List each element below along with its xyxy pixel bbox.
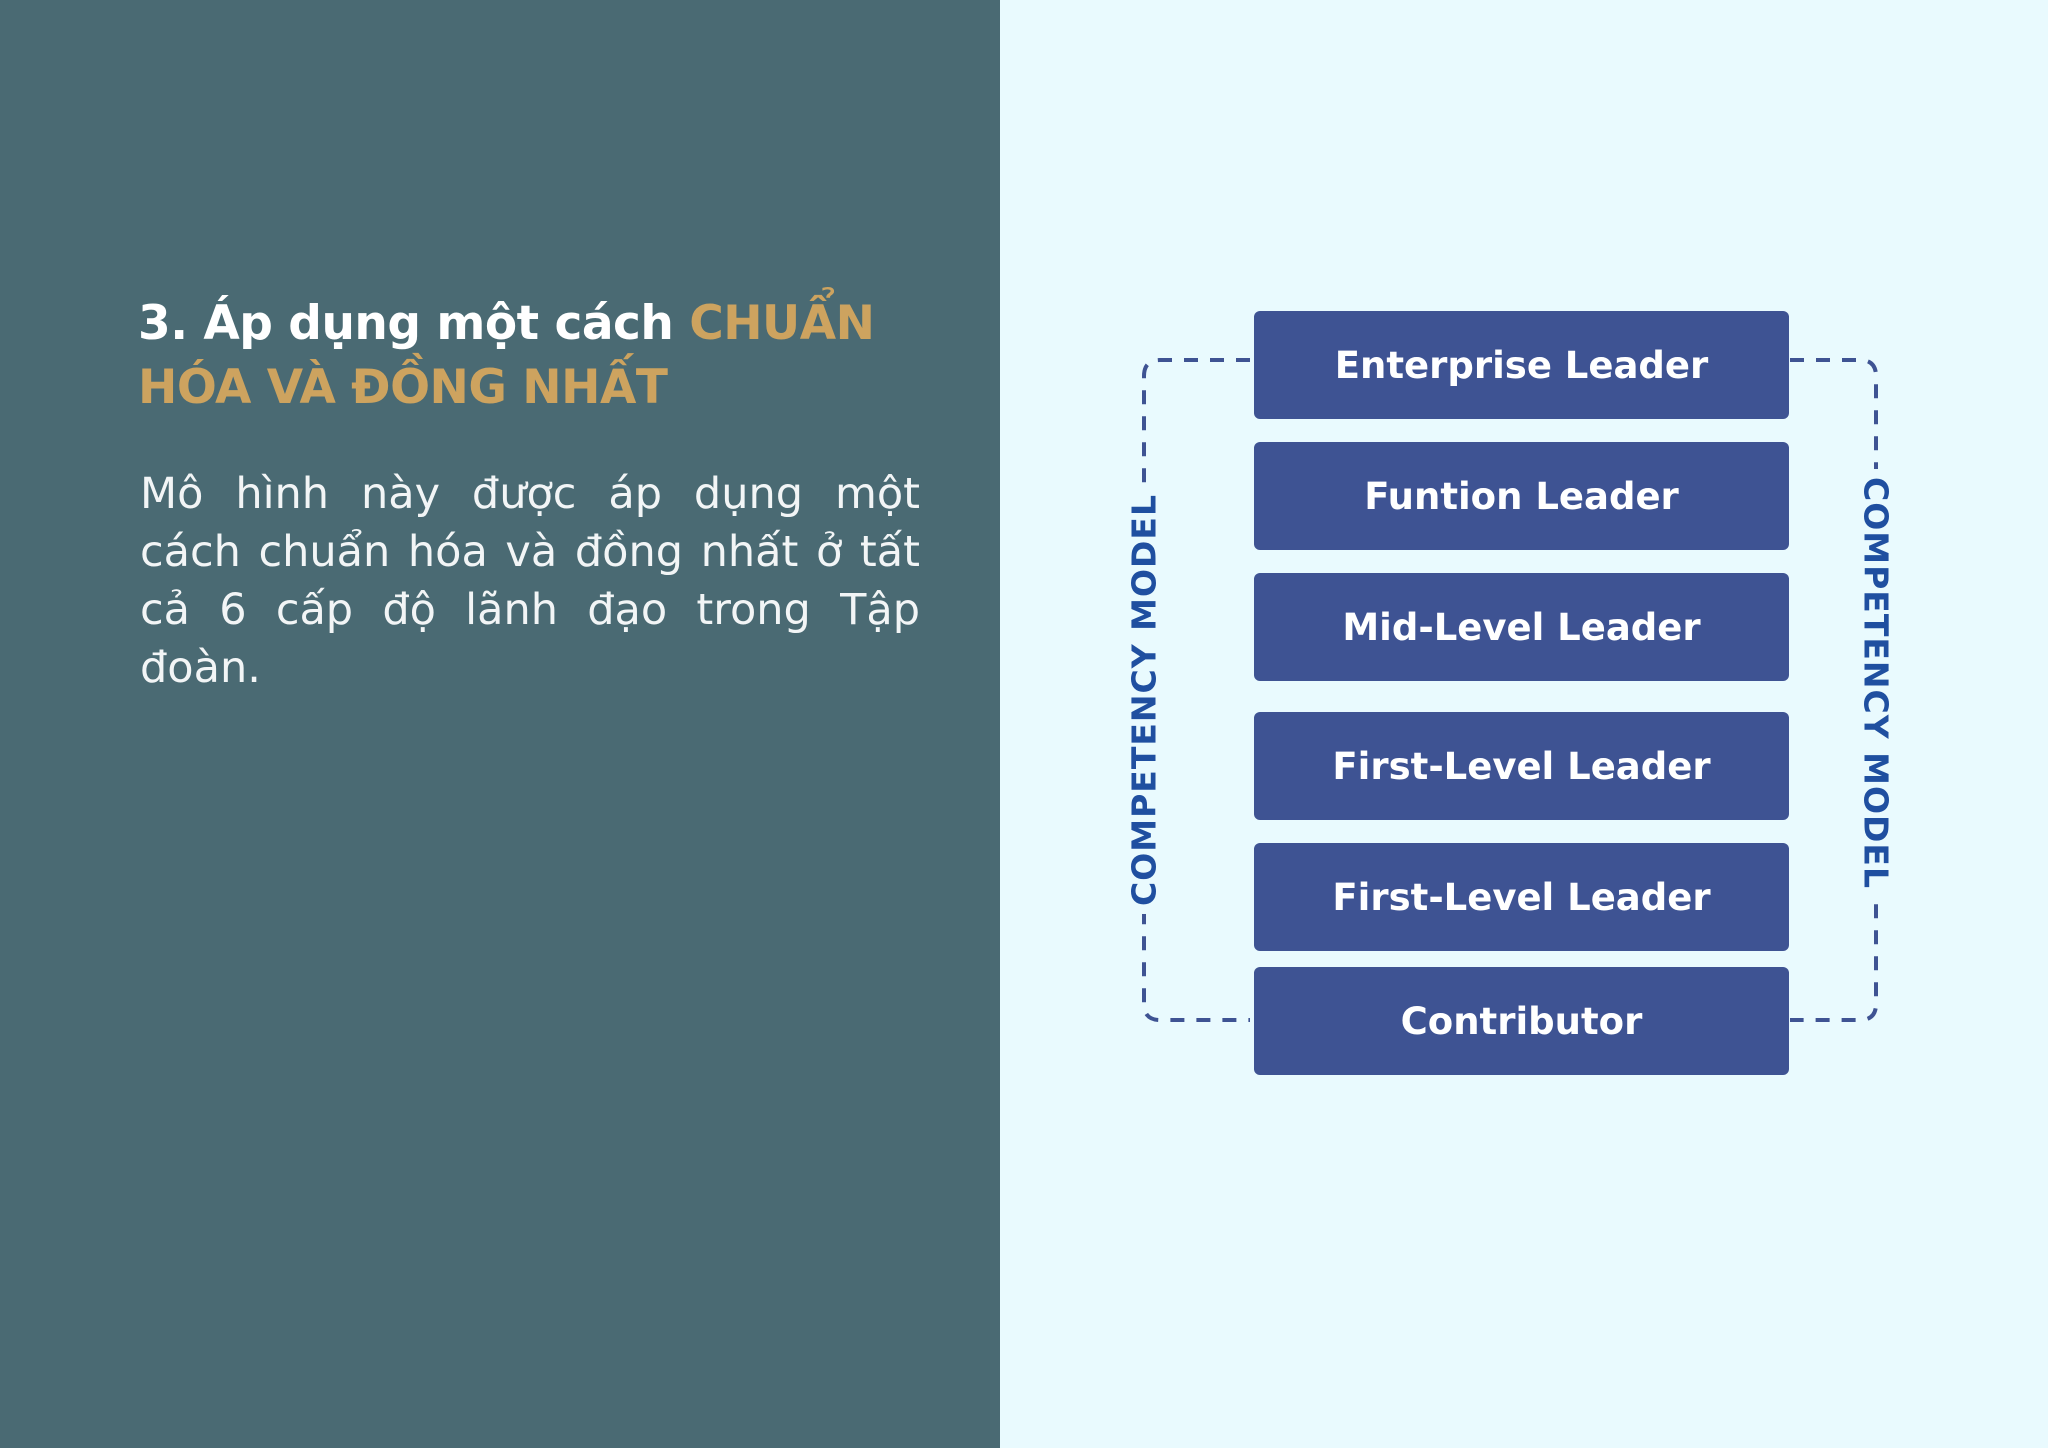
level-box-mid-level-leader: Mid-Level Leader [1254,573,1789,681]
competency-model-label-right: COMPETENCY MODEL [1856,469,1896,897]
level-box-enterprise-leader: Enterprise Leader [1254,311,1789,419]
competency-model-label-left: COMPETENCY MODEL [1124,486,1164,914]
section-heading: 3. Áp dụng một cách CHUẨN HÓA VÀ ĐỒNG NH… [138,292,938,420]
level-box-contributor: Contributor [1254,967,1789,1075]
left-panel: 3. Áp dụng một cách CHUẨN HÓA VÀ ĐỒNG NH… [0,0,1000,1448]
heading-prefix: 3. Áp dụng một cách [138,296,690,351]
level-box-first-level-leader-1: First-Level Leader [1254,712,1789,820]
heading-accent: CHUẨN HÓA VÀ ĐỒNG NHẤT [138,296,875,415]
level-box-function-leader: Funtion Leader [1254,442,1789,550]
level-box-first-level-leader-2: First-Level Leader [1254,843,1789,951]
description-text: Mô hình này được áp dụng một cách chuẩn … [140,469,920,693]
